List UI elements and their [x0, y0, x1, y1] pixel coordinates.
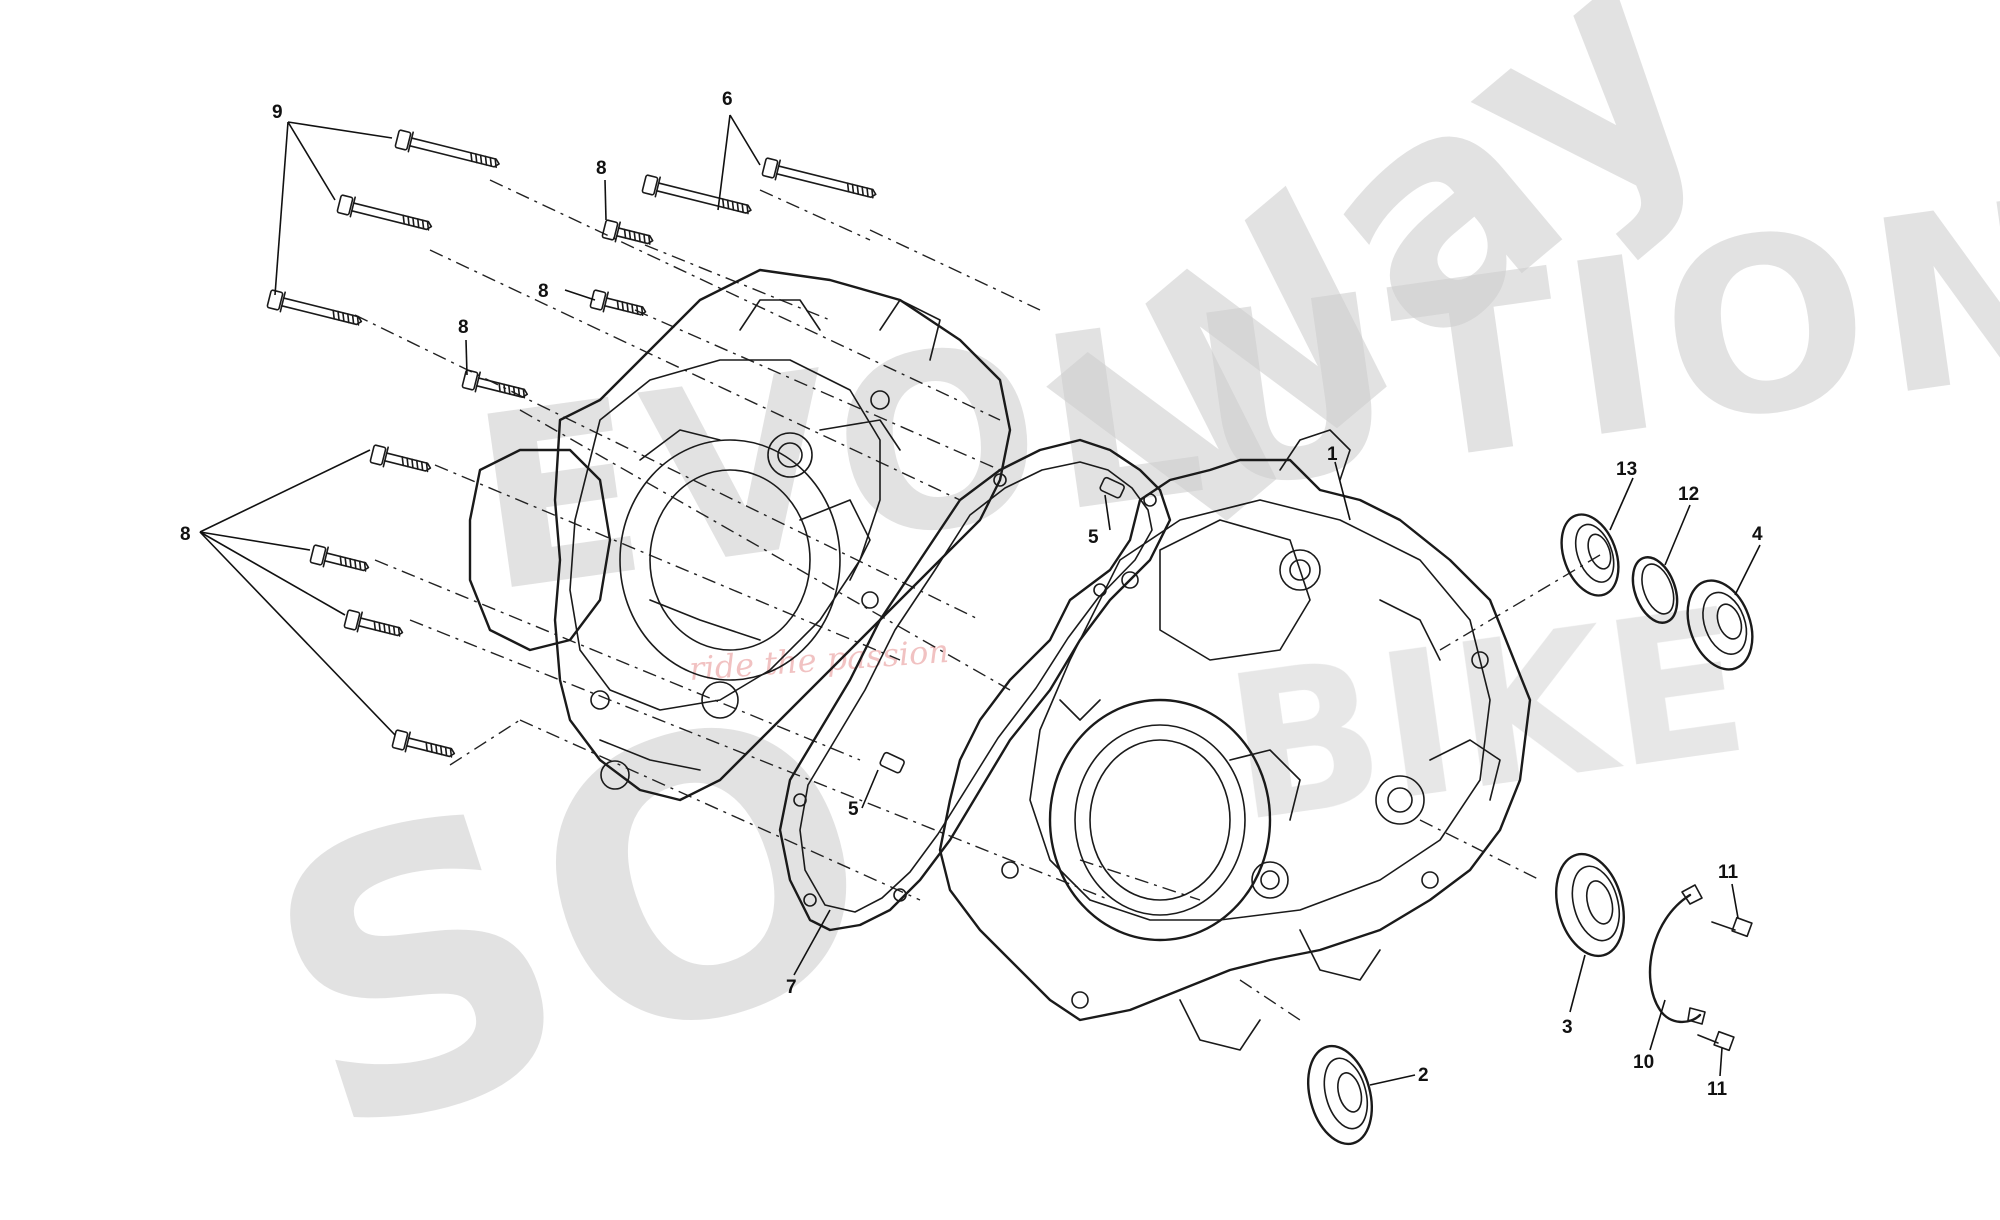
right-crankcase-half: [938, 429, 1532, 1051]
bolt-9-b: [336, 194, 433, 231]
callout-5-upper: 5: [1088, 527, 1099, 548]
callout-8-c: 8: [458, 317, 469, 338]
bolt-8-e: [309, 544, 370, 572]
retainer-plate-10: [1648, 884, 1706, 1025]
bolt-8-b: [589, 289, 647, 317]
watermark: EVOLUTION Way SO BIKE ride the passion: [221, 0, 2000, 1220]
bolt-8-g: [391, 729, 456, 758]
callout-10: 10: [1633, 1052, 1654, 1073]
watermark-text-so: SO: [221, 620, 925, 1220]
callout-6: 6: [722, 89, 733, 110]
bolt-group: [266, 129, 877, 758]
callout-12: 12: [1678, 484, 1699, 505]
callout-11-lower: 11: [1707, 1079, 1728, 1100]
bolt-9-c: [266, 289, 363, 326]
callout-7: 7: [786, 977, 797, 998]
callout-8-b: 8: [538, 281, 549, 302]
bearing-13: [1560, 513, 1620, 597]
dowel-5-lower: [879, 751, 905, 774]
bearing-4: [1686, 579, 1754, 671]
snap-ring-12: [1631, 556, 1679, 624]
bolt-8-d: [369, 444, 432, 473]
bearing-2: [1307, 1044, 1373, 1146]
callout-labels: 9 6 8 8 8 8 5 5 7 1 13 12 4 3 2 10 11 11: [180, 89, 1763, 1100]
callout-1: 1: [1327, 444, 1338, 465]
gasket: [778, 438, 1172, 932]
callout-5-lower: 5: [848, 799, 859, 820]
callout-13: 13: [1616, 459, 1637, 480]
bolt-8-a: [601, 219, 654, 245]
callout-3: 3: [1562, 1017, 1573, 1038]
left-crankcase-half: [468, 268, 1012, 802]
bearing-3: [1555, 852, 1625, 958]
watermark-text-bike: BIKE: [1214, 565, 1760, 868]
callout-2: 2: [1418, 1065, 1429, 1086]
bolt-9-a: [394, 129, 500, 169]
callout-9: 9: [272, 102, 283, 123]
callout-11-upper: 11: [1718, 862, 1739, 883]
screw-11-lower: [1697, 1030, 1735, 1052]
callout-8-a: 8: [596, 158, 607, 179]
bolt-8-f: [343, 609, 404, 637]
callout-8-d: 8: [180, 524, 191, 545]
leader-lines: [199, 114, 1761, 1086]
assembly-lines: [354, 179, 1601, 1021]
callout-4: 4: [1752, 524, 1763, 545]
bolt-6-b: [641, 174, 752, 215]
bolt-8-c: [461, 369, 529, 399]
bolt-6-a: [761, 157, 877, 199]
dowel-5-upper: [1099, 476, 1125, 499]
screw-11-upper: [1711, 916, 1753, 938]
